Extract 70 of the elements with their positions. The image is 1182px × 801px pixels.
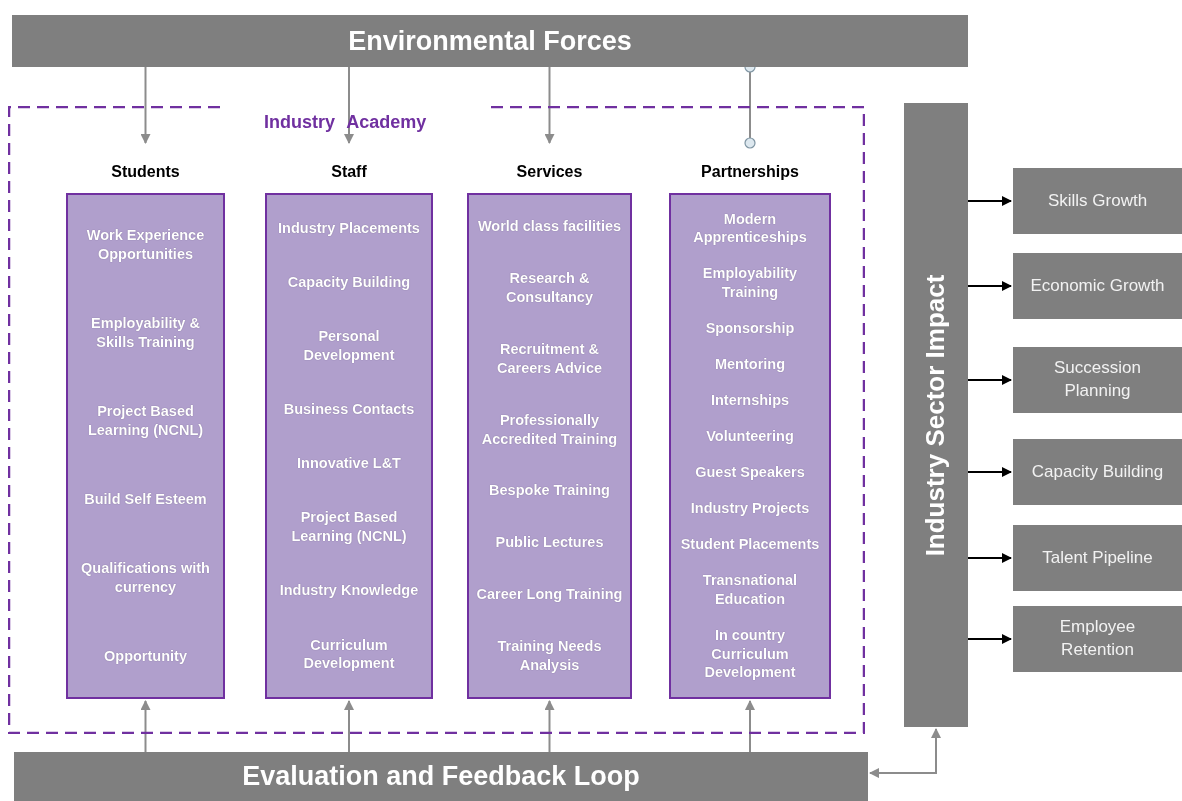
arrow [140,700,151,753]
outcome-box [1013,525,1182,591]
arrow [344,66,354,144]
bar-title: Industry Sector Impact [920,274,952,556]
column-heading: Staff [330,163,368,181]
list-item: Curriculum Development [302,635,396,674]
list-item: Industry Projects [690,499,810,518]
outcome-label: Skills Growth [1046,189,1149,212]
outcome-label: Capacity Building [1030,460,1165,483]
outcome-label: Succession Planning [1053,357,1142,402]
banner-title: Evaluation and Feedback Loop [242,761,640,792]
list-item: Public Lectures [495,533,604,552]
list-item: Project Based Learning (NCNL) [86,402,205,440]
arrow [967,634,1012,644]
list-item: Personal Development [302,327,396,365]
list-item: Career Long Training [476,585,623,604]
list-item: Recruitment & Careers Advice [495,340,604,378]
list-item: Work Experience Opportunities [85,226,206,264]
list-item: In country Curriculum Development [703,625,797,683]
arrow [967,375,1012,385]
list-item: Qualifications with currency [80,559,211,597]
list-item: Volunteering [706,427,794,446]
arrow [869,728,941,779]
arrow [967,281,1012,291]
list-item: Guest Speakers [695,463,805,482]
banner-bar [14,752,868,801]
list-item: Build Self Esteem [84,489,207,509]
list-item: Employability & Skills Training [90,314,201,352]
outcome-label: Employee Retention [1058,616,1137,661]
outcome-label: Economic Growth [1029,274,1166,297]
outcome-box [1013,347,1182,413]
arrow [745,700,755,753]
dashed-container [8,106,865,734]
outcome-box [1013,168,1182,234]
list-item: World class facilities [477,217,622,237]
arrow [544,66,555,144]
list-item: Research & Consultancy [505,269,594,307]
outcome-box [1013,606,1182,672]
arrow [544,700,555,753]
arrow [967,553,1012,563]
outcome-box [1013,439,1182,505]
list-item: Student Placements [680,535,820,554]
column-heading: Services [515,163,584,181]
list-item: Professionally Accredited Training [480,410,619,449]
vertical-bar [904,103,968,727]
list-item: Employability Training [701,264,799,303]
list-item: Transnational Education [701,570,799,609]
list-item: Industry Placements [278,218,420,238]
banner-bar [12,15,968,67]
list-item: Modern Apprenticeships [692,209,808,248]
list-item: Innovative L&T [297,454,401,474]
arrow [967,467,1012,477]
column-heading: Partnerships [700,163,800,181]
list-item: Business Contacts [283,400,415,419]
list-item: Bespoke Training [489,481,610,501]
list-item: Industry Knowledge [279,581,419,601]
banner-title: Environmental Forces [348,25,632,57]
list-item: Internships [710,391,790,410]
list-item: Mentoring [714,355,786,374]
outcome-box [1013,253,1182,319]
list-item: Opportunity [104,646,187,666]
list-item: Project Based Learning (NCNL) [290,508,408,547]
arrow [344,700,354,753]
list-item: Capacity Building [287,272,411,292]
arrow [967,196,1012,206]
list-item: Training Needs Analysis [496,636,603,675]
column-heading: Students [110,163,181,181]
outcome-label: Talent Pipeline [1041,546,1154,569]
arrow [140,66,151,144]
list-item: Sponsorship [705,319,795,339]
